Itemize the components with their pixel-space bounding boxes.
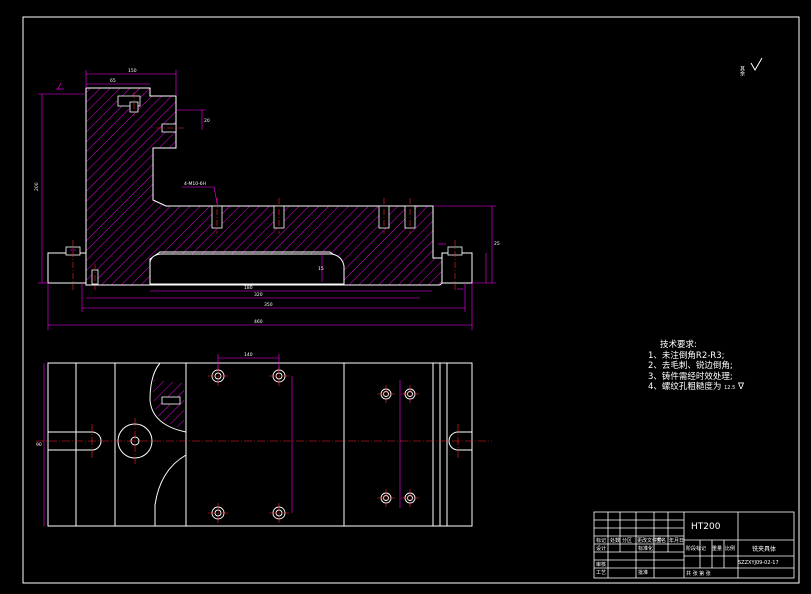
scale-label: 比例 xyxy=(725,546,736,552)
approve-label: 批准 xyxy=(638,570,649,576)
header-cell-change-doc: 更改文件号 xyxy=(637,538,663,544)
dim-right-height: 25 xyxy=(494,241,500,247)
dim-base-length: 350 xyxy=(264,302,273,308)
dim-plan-spacing: 140 xyxy=(244,352,253,358)
right-base-flange xyxy=(441,252,473,284)
dim-mid-length: 180 xyxy=(244,285,253,291)
check-label: 审核 xyxy=(596,562,607,568)
drawing-border xyxy=(22,16,800,584)
dim-lower-length: 320 xyxy=(254,292,263,298)
title-block xyxy=(593,511,795,579)
tech-item-4: 4、螺纹孔粗糙度为 12.5 ∇ xyxy=(648,382,744,392)
plan-view: 140 90 xyxy=(36,352,492,527)
standardization-label: 标准化 xyxy=(638,546,654,552)
front-section-view: 150 65 200 180 320 350 460 4-M10-6H 25 2… xyxy=(34,68,500,330)
left-base-flange xyxy=(47,252,87,284)
dim-left-height: 200 xyxy=(34,182,40,191)
section-cavity xyxy=(149,253,345,285)
header-cell-mark: 标记 xyxy=(596,538,607,544)
roughness-check-icon xyxy=(750,57,763,71)
dim-thread-callout: 4-M10-6H xyxy=(184,181,206,187)
sheet-label: 共 张 第 张 xyxy=(686,571,711,577)
roughness-check-icon: ∇ xyxy=(737,382,744,392)
weight-label: 重量 xyxy=(712,546,723,552)
drawing-number: SZZXYJ09-02-17 xyxy=(738,560,779,566)
tech-item-2: 2、去毛刺、锐边倒角; xyxy=(648,361,733,371)
roughness-rest-label: 其余 xyxy=(739,66,745,77)
dim-plan-width: 90 xyxy=(36,442,42,448)
header-cell-count: 处数 xyxy=(610,538,621,544)
header-cell-date: 年月日 xyxy=(669,538,685,544)
plan-outline xyxy=(47,362,473,527)
tech-item-1: 1、未注倒角R2-R3; xyxy=(648,350,725,361)
stage-mark-label: 阶段标记 xyxy=(686,546,707,552)
dim-small-b: 15 xyxy=(318,266,324,272)
process-label: 工艺 xyxy=(596,570,607,576)
dim-small-a: 20 xyxy=(204,118,210,124)
part-name: 铣夹具体 xyxy=(752,546,777,553)
tech-requirements: 技术要求: 1、未注倒角R2-R3; 2、去毛刺、锐边倒角; 3、铸件需经时效处… xyxy=(648,340,744,394)
thread-roughness-value: 12.5 xyxy=(724,385,736,391)
design-label: 设计 xyxy=(596,546,607,552)
material-label: HT200 xyxy=(691,522,721,532)
header-cell-sign: 签名 xyxy=(656,538,667,544)
header-cell-zone: 分区 xyxy=(622,538,633,544)
dim-overall-length: 460 xyxy=(254,319,263,325)
tech-item-3: 3、铸件需经时效处理; xyxy=(648,371,733,382)
dim-top-width: 150 xyxy=(128,68,137,74)
tech-requirements-title: 技术要求: xyxy=(660,340,697,350)
dim-top-slot: 65 xyxy=(110,78,116,84)
